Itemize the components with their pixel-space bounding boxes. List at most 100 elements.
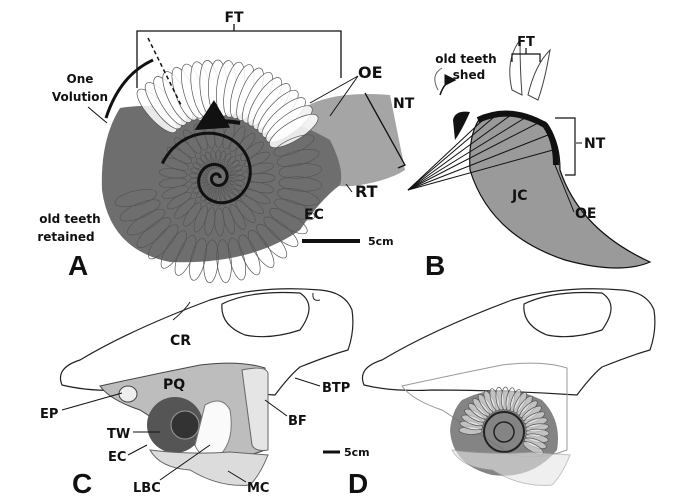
rt-leader-line <box>407 149 554 191</box>
label-old-teeth: old teeth <box>39 212 100 226</box>
ec-leader-c <box>127 444 148 456</box>
tooth <box>160 230 187 269</box>
tooth <box>278 176 323 192</box>
tooth <box>192 162 209 174</box>
panel-letter-c: C <box>72 468 92 499</box>
ep-leader <box>61 392 123 411</box>
panel-letter-d: D <box>348 468 368 499</box>
tooth <box>214 187 222 207</box>
panel-letter-b: B <box>425 250 445 281</box>
jc-cartilage <box>469 114 652 269</box>
tooth <box>210 187 218 207</box>
tooth <box>256 223 288 259</box>
label-nt-b: NT <box>584 136 606 152</box>
rt-leader <box>345 183 353 193</box>
tooth <box>217 150 227 169</box>
label-btp: BTP <box>322 381 350 396</box>
bf-leader <box>264 399 288 417</box>
shed-tooth <box>453 111 470 140</box>
label-pq: PQ <box>163 377 185 393</box>
one-volution-arc <box>104 58 154 119</box>
dashed-line <box>147 37 183 108</box>
tooth <box>210 150 218 169</box>
label-retained: retained <box>37 230 94 244</box>
label-cr: CR <box>170 333 191 349</box>
nt-bracket <box>364 92 406 169</box>
tooth <box>273 198 315 221</box>
tooth <box>216 239 232 283</box>
panel-letter-a: A <box>68 250 88 281</box>
tooth <box>127 208 166 236</box>
label-mc: MC <box>247 481 269 496</box>
tooth <box>214 149 222 169</box>
label-jc: JC <box>511 188 527 204</box>
label-oe: OE <box>358 63 383 82</box>
direction-arrow <box>194 100 241 131</box>
tooth <box>268 113 319 149</box>
tooth <box>276 148 320 167</box>
orbit <box>221 291 310 338</box>
tooth <box>147 224 179 260</box>
label-ec: EC <box>304 207 324 223</box>
ft-bracket-b <box>511 48 541 62</box>
tooth <box>174 234 197 276</box>
rt-leader-line <box>407 134 549 191</box>
skull-detail-lines <box>172 292 321 321</box>
tooth <box>190 167 208 177</box>
tooth <box>238 234 261 276</box>
label-ec-c: EC <box>108 450 126 465</box>
tooth <box>278 163 322 179</box>
tooth <box>220 152 232 170</box>
label-rt: RT <box>355 182 378 201</box>
tooth <box>247 229 275 268</box>
tooth <box>203 239 219 284</box>
rt-leader-line <box>407 111 516 191</box>
label-bf: BF <box>288 414 307 429</box>
rt-leader-line <box>407 115 529 191</box>
label-one: One <box>67 72 94 86</box>
ep-circle <box>118 385 138 403</box>
panel-a: FT One Volution OE NT RT EC old teeth re… <box>37 10 415 284</box>
tooth <box>205 151 215 170</box>
label-oe-b: OE <box>575 206 596 222</box>
whorl-spiral-d <box>483 411 525 453</box>
ft-bracket <box>136 24 342 88</box>
tooth <box>246 172 276 183</box>
lbc-leader <box>159 444 211 481</box>
tooth <box>276 188 320 206</box>
palatoquadrate-outline-d <box>401 362 568 458</box>
tooth <box>205 186 215 205</box>
tooth <box>217 187 227 206</box>
tooth <box>119 199 161 222</box>
panel-b: FT old teeth shed NT JC OE B <box>407 35 652 281</box>
meckels-cartilage-d <box>451 449 571 486</box>
tooth-whorl-teeth-d <box>458 386 550 455</box>
mc-leader <box>227 470 247 483</box>
panel-c: CR PQ BTP EP BF TW EC LBC MC 5cm C <box>40 288 370 499</box>
label-volution: Volution <box>52 90 108 104</box>
tooth <box>273 134 315 157</box>
panel-d: D <box>348 288 656 499</box>
tooth-row <box>476 110 559 166</box>
tooth <box>200 185 213 202</box>
tooth <box>195 158 211 172</box>
label-ft-b: FT <box>517 35 535 50</box>
label-ft: FT <box>224 10 244 26</box>
volution-leader <box>87 106 108 124</box>
whorl-center-c <box>170 410 200 440</box>
replacement-lines <box>407 111 554 191</box>
tooth <box>114 189 158 207</box>
tooth <box>269 208 308 235</box>
basal-flange <box>241 367 269 451</box>
oe-leader-b <box>554 164 575 213</box>
label-nt: NT <box>393 96 415 112</box>
shed-arrow <box>439 74 457 96</box>
spiral <box>161 131 252 205</box>
whorl-spiral-inner-d <box>493 421 515 443</box>
label-old-teeth-b: old teeth <box>435 52 496 66</box>
tooth <box>227 237 247 281</box>
btp-leader <box>294 377 321 387</box>
rt-leader-line <box>407 111 501 191</box>
